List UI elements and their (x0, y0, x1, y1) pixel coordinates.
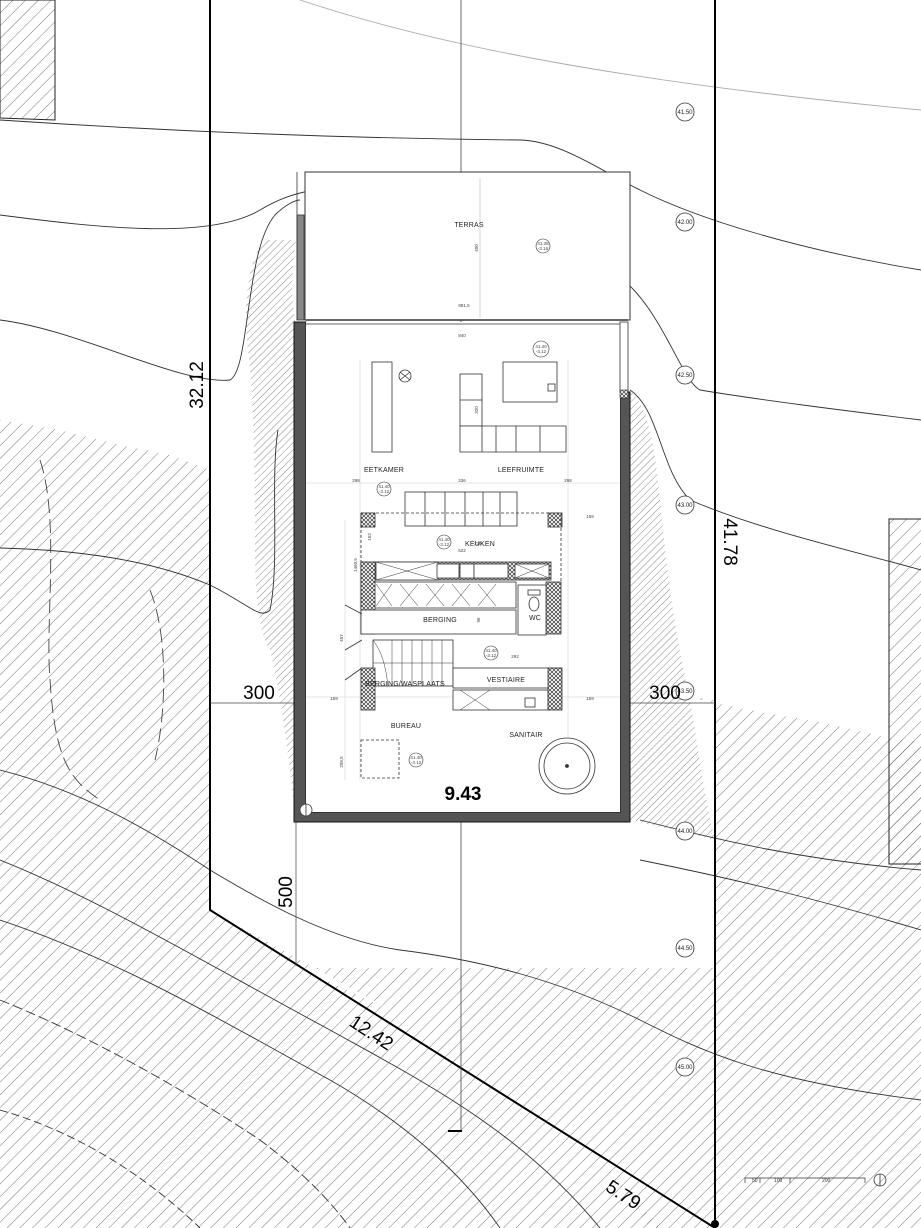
storage-cabinets (360, 581, 517, 609)
dim-hall-depth: 1460,5 (353, 558, 358, 572)
dim-bureau-depth: 298,5 (339, 756, 344, 768)
room-berging: BERGING (423, 617, 457, 624)
room-bureau: BUREAU (391, 723, 421, 730)
contour-level-5: 43.50 (677, 689, 693, 695)
contour-level-6: 44.00 (677, 829, 693, 835)
dim-house-width: 9.43 (445, 784, 482, 805)
dim-stair-width: 457 (339, 634, 344, 642)
room-leefruimte: LEEFRUIMTE (498, 467, 544, 474)
scale-label-50: 50 (752, 1178, 758, 1184)
room-sanitair: SANITAIR (509, 732, 542, 739)
level-terras-a: 41.38 (537, 241, 549, 246)
level-keuken-b: -3.12 (439, 542, 450, 547)
room-eetkamer: EETKAMER (364, 467, 404, 474)
room-berging-wasplaats: BERGING/WASPLAATS (365, 681, 445, 688)
contour-level-8: 45.00 (677, 1065, 693, 1071)
dim-setback-rear: 500 (276, 876, 297, 908)
dim-right-side: 41.78 (719, 518, 740, 566)
scale-label-100: 100 (774, 1178, 783, 1184)
level-vest-b: -3.12 (486, 653, 497, 658)
level-eet-b: -3.12 (379, 489, 390, 494)
level-leef-a: 41.40 (535, 344, 547, 349)
room-terras: TERRAS (454, 222, 484, 229)
dim-row-b-3: 159 (586, 696, 594, 701)
level-terras-b: -3.16 (538, 246, 549, 251)
dim-row-a-3: 298 (564, 478, 572, 483)
room-labels: TERRAS EETKAMER LEEFRUIMTE KEUKEN BERGIN… (364, 222, 544, 739)
scale-label-200: 200 (822, 1178, 831, 1184)
level-vest-a: 41.40 (485, 648, 497, 653)
setback-dimension-lines (210, 702, 715, 965)
dim-left-side: 32.12 (187, 361, 208, 409)
dim-berging-depth: 96 (476, 617, 481, 623)
dim-row-a-2: 336 (458, 478, 466, 483)
dining-table (371, 361, 393, 453)
coffee-table (502, 361, 558, 403)
contour-level-markers: 41.50 42.00 42.50 43.00 43.50 44.00 44.5… (675, 102, 695, 1077)
level-eet-a: 41.40 (378, 484, 390, 489)
terrace (296, 171, 631, 321)
dim-terras-depth: 400 (474, 244, 479, 252)
contour-level-1: 41.50 (677, 110, 693, 116)
dim-setback-right: 300 (649, 683, 681, 704)
level-bureau-a: 41.40 (410, 755, 422, 760)
dim-row-b-2: 522 (458, 548, 466, 553)
contour-level-4: 43.00 (677, 503, 693, 509)
dim-setback-left: 300 (243, 683, 275, 704)
contour-level-7: 44.50 (677, 946, 693, 952)
level-bureau-b: -3.12 (411, 760, 422, 765)
dim-row-b-1: 159 (330, 696, 338, 701)
room-vestiaire: VESTIAIRE (487, 677, 525, 684)
plot-boundary (209, 0, 716, 1228)
floor-level-texts: 41.38 -3.16 41.40 -3.12 41.40 -3.12 41.4… (378, 241, 549, 765)
dim-vestiaire-width: 292 (511, 654, 519, 659)
furniture (299, 361, 596, 817)
interior-guide-lines (306, 360, 620, 780)
dim-k-small: 210 (474, 541, 482, 546)
dim-leef-depth: 320 (474, 406, 479, 414)
plot-corner-marker (711, 1220, 719, 1228)
dim-kitchen-depth: 153 (367, 533, 372, 541)
dim-row-a-1: 298 (352, 478, 360, 483)
kitchen-island (404, 491, 518, 527)
dim-row-b-3b: 159 (586, 514, 594, 519)
room-wc: WC (529, 615, 541, 622)
level-leef-b: -3.12 (536, 349, 547, 354)
small-dimensions: 881,5 840 400 298 336 298 159 159 159 52… (330, 244, 594, 768)
scale-bar: 50 100 200 (744, 1177, 866, 1184)
desk (360, 739, 400, 779)
contour-level-3: 42.50 (677, 373, 693, 379)
dim-window-width: 881,5 (458, 303, 470, 308)
level-keuken-a: 41.40 (438, 537, 450, 542)
contour-level-2: 42.00 (677, 220, 693, 226)
north-arrow-icon (873, 1173, 887, 1187)
dim-interior-width: 840 (458, 333, 466, 338)
room-keuken: KEUKEN (465, 541, 495, 548)
floor-level-markers (376, 238, 551, 768)
